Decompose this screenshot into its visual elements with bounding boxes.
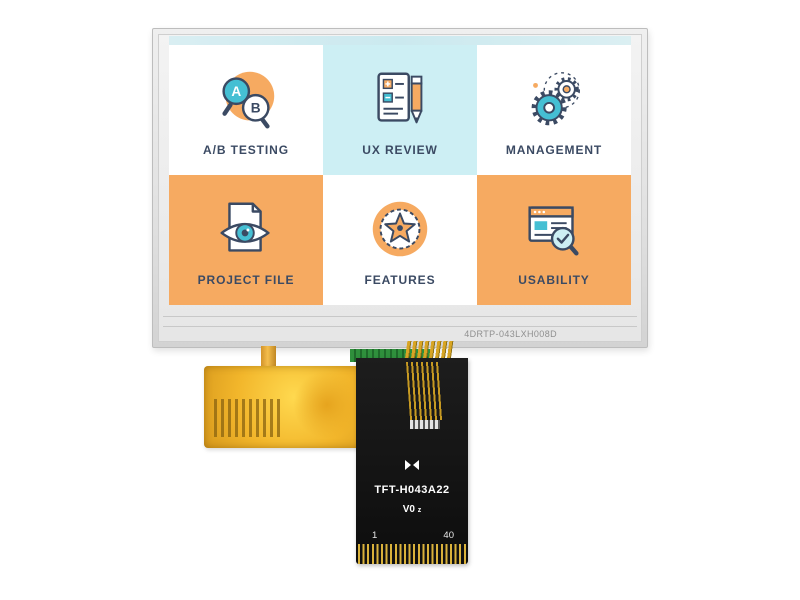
ux-review-icon [377,72,423,123]
tile-ux-review[interactable]: UX REVIEW [323,45,477,175]
tile-label: MANAGEMENT [505,142,603,157]
tile-label: USABILITY [518,272,590,287]
fpc-version: V0 [402,504,415,515]
fpc-gold-traces [405,362,445,420]
tile-label: FEATURES [364,272,436,287]
touch-panel-edge-line [163,326,637,327]
letter-b: B [251,100,261,115]
tile-project-file[interactable]: PROJECT FILE [169,175,323,305]
fpc-copper-blotch [292,372,362,438]
features-icon [372,201,428,256]
management-icon [531,71,580,125]
fpc-pin-1-label: 1 [372,530,378,541]
fpc-model-number: TFT-H043A22 [374,484,450,496]
fpc-contact-fingers [358,544,466,564]
usability-icon [528,205,579,256]
tile-label: UX REVIEW [362,142,438,157]
bezel-part-number: 4DRTP-043LXH008D [464,329,557,339]
display-module-bezel: A B A/B TESTING [152,28,648,348]
tile-management[interactable]: MANAGEMENT [477,45,631,175]
fpc-version-suffix: z [417,507,422,514]
tile-usability[interactable]: USABILITY [477,175,631,305]
fpc-version-label: V0 z [356,504,468,515]
display-fpc-cable: TFT-H043A22 V0 z 1 40 [356,358,468,564]
fpc-pin-40-label: 40 [443,530,454,541]
touch-panel-edge-line [163,316,637,317]
project-file-icon [220,202,270,252]
tile-label: A/B TESTING [203,142,289,157]
lcd-screen: A B A/B TESTING [169,45,631,305]
fpc-trace-comb [214,399,280,437]
ab-testing-icon: A B [222,71,275,128]
glass-reflection-strip [169,36,631,45]
tile-ab-testing[interactable]: A B A/B TESTING [169,45,323,175]
fpc-solder-pads [410,420,440,429]
letter-a: A [231,84,241,99]
tile-label: PROJECT FILE [197,272,295,287]
tile-features[interactable]: FEATURES [323,175,477,305]
manufacturer-logo-icon [356,458,468,476]
touch-fpc-cable [204,366,368,448]
